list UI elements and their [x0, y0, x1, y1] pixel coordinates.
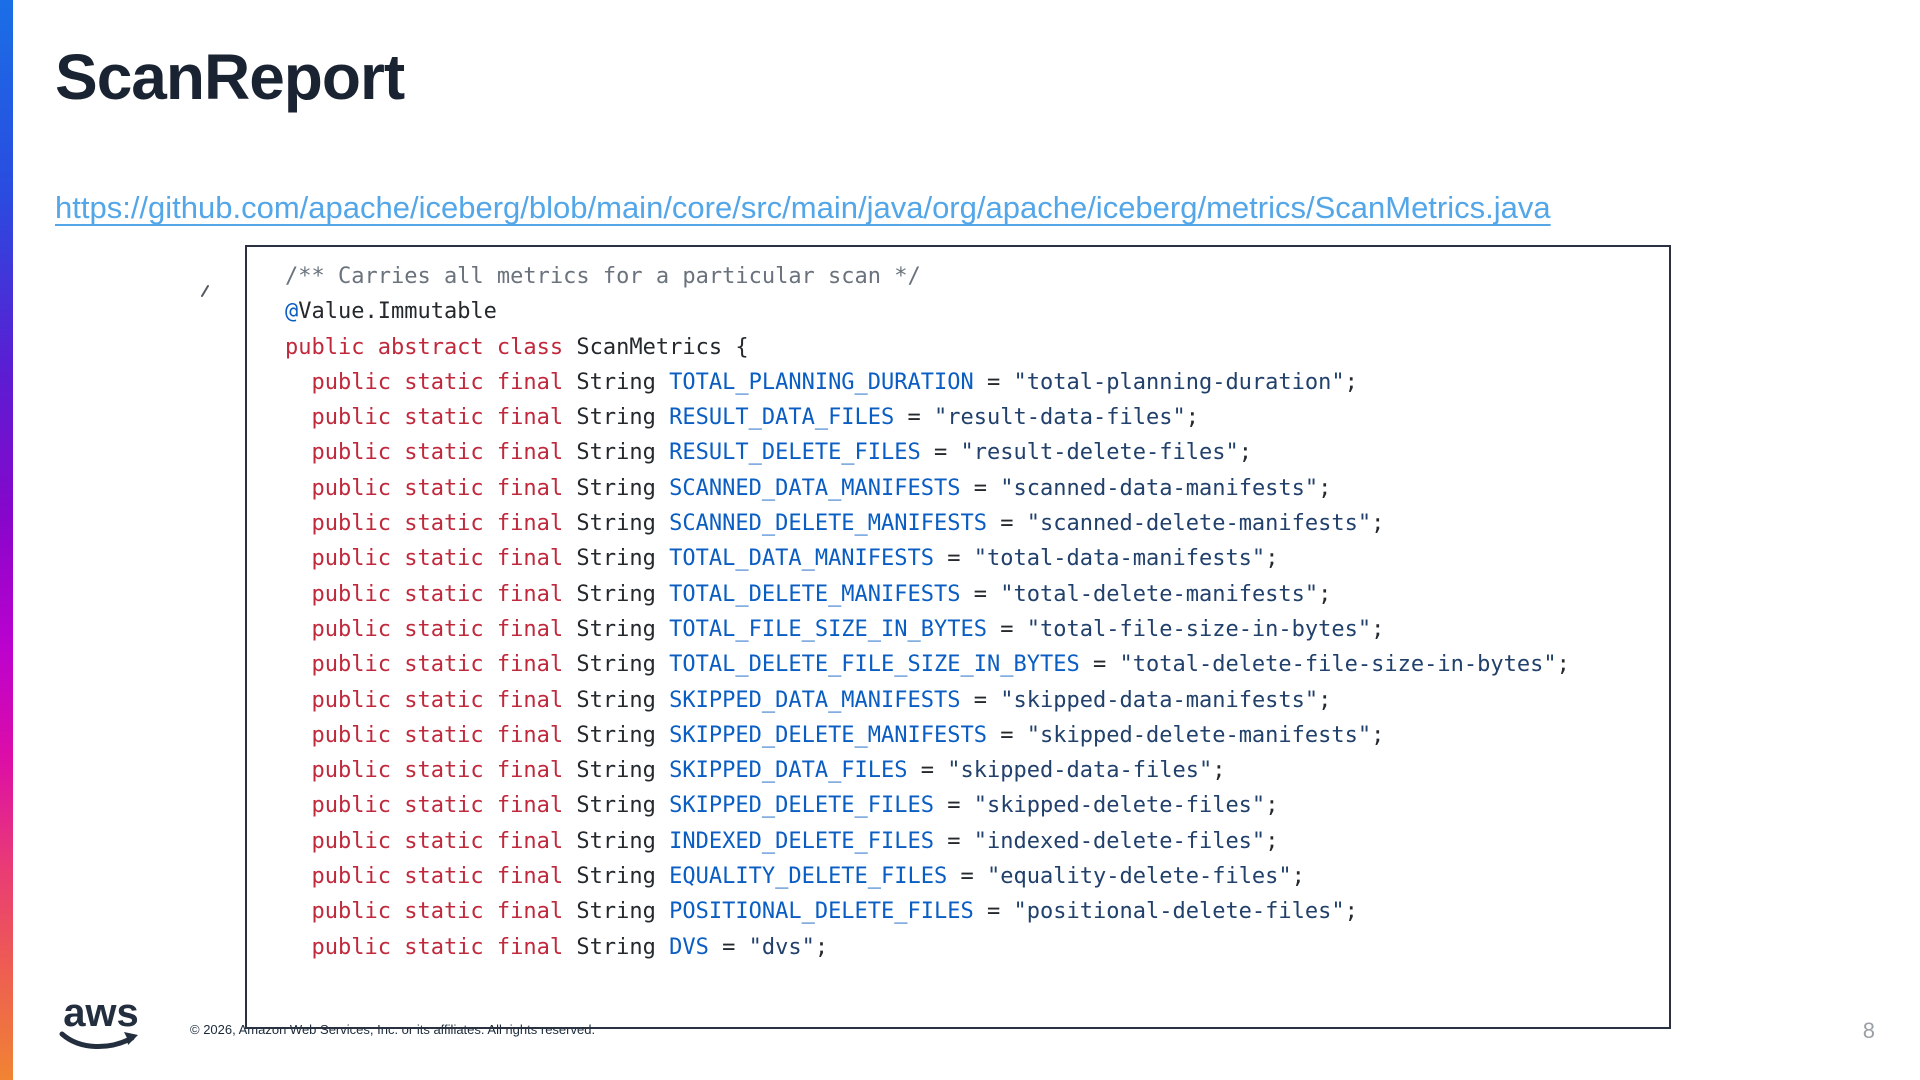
slide-accent-gradient-bar — [0, 0, 13, 1080]
code-line: public static final String TOTAL_PLANNIN… — [285, 369, 1358, 395]
aws-logo-text: aws — [63, 991, 139, 1035]
code-snippet-box: /** Carries all metrics for a particular… — [245, 245, 1671, 1029]
code-line: public static final String RESULT_DATA_F… — [285, 405, 1199, 431]
aws-smile-icon — [59, 1031, 138, 1050]
code-line: public static final String SKIPPED_DATA_… — [285, 687, 1332, 713]
code-line: public static final String INDEXED_DELET… — [285, 828, 1279, 854]
code-fold-tick-icon — [198, 282, 222, 302]
code-line: public static final String SKIPPED_DELET… — [285, 722, 1385, 748]
code-line: public static final String SKIPPED_DATA_… — [285, 758, 1226, 784]
code-block: /** Carries all metrics for a particular… — [247, 247, 1669, 965]
code-line: /** Carries all metrics for a particular… — [285, 264, 921, 289]
code-line: public static final String EQUALITY_DELE… — [285, 864, 1305, 890]
code-line: public abstract class ScanMetrics { — [285, 334, 749, 360]
code-line: public static final String RESULT_DELETE… — [285, 440, 1252, 466]
code-line: public static final String TOTAL_DATA_MA… — [285, 546, 1279, 572]
aws-logo: aws — [58, 991, 144, 1059]
code-line: public static final String TOTAL_DELETE_… — [285, 652, 1570, 678]
code-line: public static final String SKIPPED_DELET… — [285, 793, 1279, 819]
github-source-link[interactable]: https://github.com/apache/iceberg/blob/m… — [55, 190, 1551, 225]
code-line: public static final String TOTAL_DELETE_… — [285, 581, 1332, 607]
code-line: @Value.Immutable — [285, 299, 497, 325]
code-line: public static final String SCANNED_DELET… — [285, 511, 1385, 537]
code-line: public static final String DVS = "dvs"; — [285, 934, 829, 960]
page-title: ScanReport — [55, 41, 405, 113]
code-line: public static final String POSITIONAL_DE… — [285, 899, 1358, 925]
code-line: public static final String TOTAL_FILE_SI… — [285, 616, 1385, 642]
code-line: public static final String SCANNED_DATA_… — [285, 475, 1332, 501]
copyright-text: © 2026, Amazon Web Services, Inc. or its… — [190, 1022, 596, 1037]
page-number: 8 — [1862, 1018, 1875, 1043]
